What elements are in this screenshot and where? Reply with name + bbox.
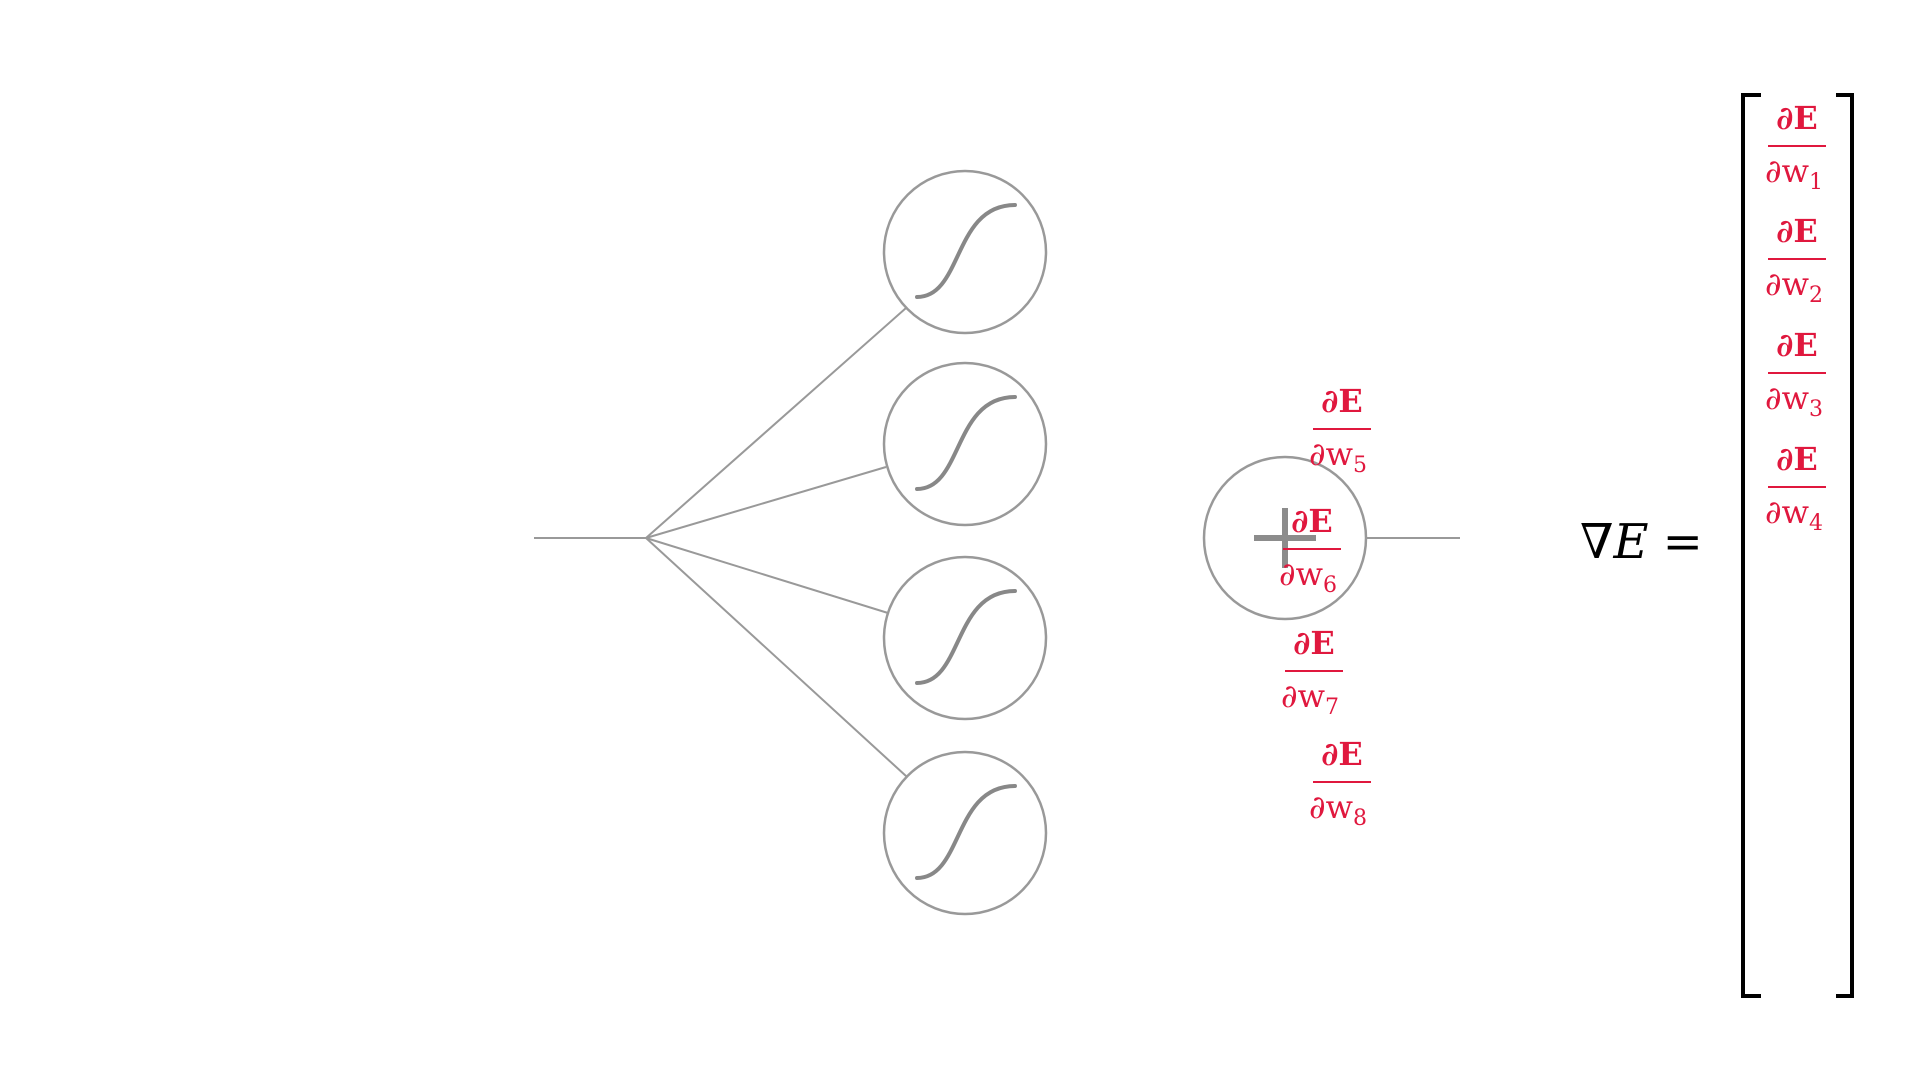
- equals-sign: =: [1663, 514, 1703, 570]
- vector-entry-w1-numerator: ∂E: [1776, 99, 1817, 137]
- error-variable: E: [1613, 514, 1649, 570]
- derivative-w6-numerator: ∂E: [1291, 502, 1332, 540]
- derivative-w7: ∂E ∂w7: [1281, 624, 1343, 720]
- neuron-3-circle: [882, 555, 1048, 721]
- neuron-1-circle: [882, 169, 1048, 335]
- vector-entry-w3-denominator: ∂w3: [1765, 379, 1823, 422]
- gradient-equation-lhs: ∇E=: [1580, 514, 1703, 570]
- left-bracket: [1741, 93, 1761, 998]
- vector-entry-w2: ∂E ∂w2: [1765, 212, 1826, 308]
- input-connections: [534, 307, 1460, 777]
- derivative-w6-denominator: ∂w6: [1279, 555, 1337, 598]
- vector-entry-w4-numerator: ∂E: [1776, 440, 1817, 478]
- neuron-1: [882, 169, 1048, 335]
- edge-input-to-neuron-3: [645, 537, 889, 614]
- gradient-vector-brackets: [1741, 93, 1854, 998]
- neuron-3: [882, 555, 1048, 721]
- derivative-w7-numerator: ∂E: [1293, 624, 1334, 662]
- vector-entry-w1-denominator: ∂w1: [1765, 152, 1823, 195]
- neuron-4-circle: [882, 750, 1048, 916]
- nabla-symbol: ∇: [1580, 514, 1614, 570]
- floating-derivatives: ∂E ∂w5 ∂E ∂w6 ∂E ∂w7 ∂E ∂w8: [1279, 382, 1371, 831]
- sigmoid-icon: [915, 784, 1017, 880]
- derivative-w5: ∂E ∂w5: [1309, 382, 1371, 478]
- vector-entry-w3: ∂E ∂w3: [1765, 326, 1826, 422]
- right-bracket: [1836, 93, 1854, 998]
- edge-input-to-neuron-1: [645, 307, 907, 539]
- neuron-2-circle: [882, 361, 1048, 527]
- sigmoid-icon: [915, 589, 1017, 685]
- sigmoid-icon: [915, 395, 1017, 491]
- vector-entry-w2-denominator: ∂w2: [1765, 265, 1823, 308]
- vector-entry-w3-numerator: ∂E: [1776, 326, 1817, 364]
- derivative-w7-denominator: ∂w7: [1281, 677, 1339, 720]
- edge-input-to-neuron-2: [645, 466, 887, 539]
- derivative-w8-numerator: ∂E: [1321, 735, 1362, 773]
- neuron-4: [882, 750, 1048, 916]
- vector-entry-w4: ∂E ∂w4: [1765, 440, 1826, 536]
- vector-entry-w1: ∂E ∂w1: [1765, 99, 1826, 195]
- derivative-w8: ∂E ∂w8: [1309, 735, 1371, 831]
- hidden-layer: [882, 169, 1048, 916]
- gradient-vector-entries: ∂E ∂w1 ∂E ∂w2 ∂E ∂w3 ∂E ∂w4: [1765, 99, 1826, 536]
- vector-entry-w2-numerator: ∂E: [1776, 212, 1817, 250]
- derivative-w5-denominator: ∂w5: [1309, 435, 1367, 478]
- derivative-w6: ∂E ∂w6: [1279, 502, 1341, 598]
- edge-input-to-neuron-4: [645, 537, 907, 777]
- gradient-equation: ∇E= ∂E ∂w1 ∂E ∂w2 ∂E ∂w3 ∂E: [1580, 93, 1854, 998]
- neuron-2: [882, 361, 1048, 527]
- derivative-w8-denominator: ∂w8: [1309, 788, 1367, 831]
- plus-icon: [1254, 508, 1316, 568]
- vector-entry-w4-denominator: ∂w4: [1765, 493, 1823, 536]
- sigmoid-icon: [915, 203, 1017, 299]
- derivative-w5-numerator: ∂E: [1321, 382, 1362, 420]
- output-node: [1202, 455, 1368, 621]
